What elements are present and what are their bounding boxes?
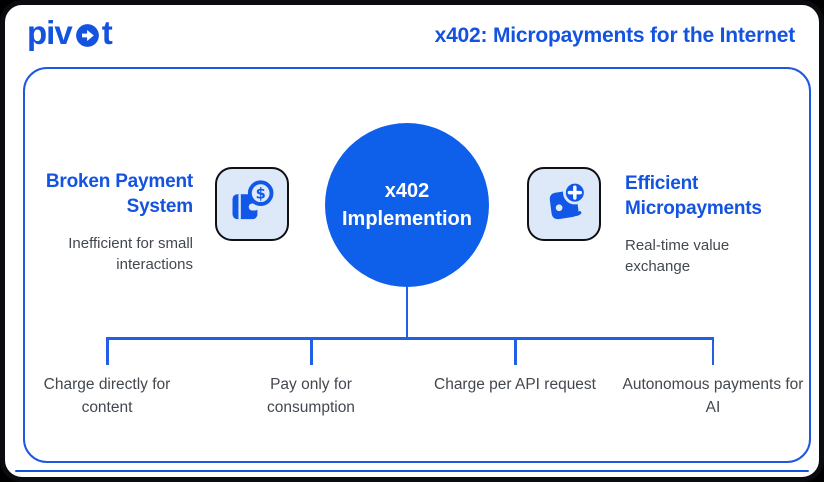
- logo-text-right: t: [101, 14, 113, 51]
- right-node-heading: Efficient Micropayments: [625, 173, 762, 220]
- central-node: x402 Implemention: [325, 123, 489, 287]
- connector-stub-2: [310, 337, 313, 365]
- connector-stem: [405, 287, 408, 337]
- left-node-description: Inefficient for small interactions: [68, 235, 193, 274]
- connector-stub-4: [711, 337, 714, 365]
- right-node-description: Real-time value exchange: [625, 237, 730, 276]
- branch-label-1: Charge directly for content: [43, 376, 171, 417]
- diagram-panel: Broken Payment System Inefficient for sm…: [23, 67, 811, 463]
- connector-stub-3: [514, 337, 517, 365]
- left-icon-tile: $: [215, 167, 289, 241]
- branch-label-4: Autonomous payments for AI: [622, 376, 804, 417]
- pivot-logo-arrow-icon: [75, 23, 99, 47]
- right-node: Efficient Micropayments Real-time value …: [625, 171, 797, 278]
- logo-text-left: piv: [27, 14, 73, 51]
- central-node-line1: x402: [384, 180, 430, 202]
- branch-label-3: Charge per API request: [434, 376, 596, 393]
- wallet-plus-icon: [549, 180, 587, 220]
- left-node-heading: Broken Payment System: [45, 171, 193, 218]
- bottom-accent-line: [15, 470, 809, 472]
- svg-text:$: $: [256, 186, 266, 203]
- right-icon-tile: [527, 167, 601, 241]
- left-node: Broken Payment System Inefficient for sm…: [39, 169, 193, 276]
- wallet-dollar-icon: $: [232, 180, 274, 220]
- branch-label-2: Pay only for consumption: [267, 376, 355, 417]
- pivot-logo: piv t: [27, 13, 113, 53]
- page-title: x402: Micropayments for the Internet: [434, 24, 796, 47]
- central-node-line2: Implemention: [341, 208, 472, 230]
- connector-horizontal: [106, 337, 714, 340]
- connector-stub-1: [106, 337, 109, 365]
